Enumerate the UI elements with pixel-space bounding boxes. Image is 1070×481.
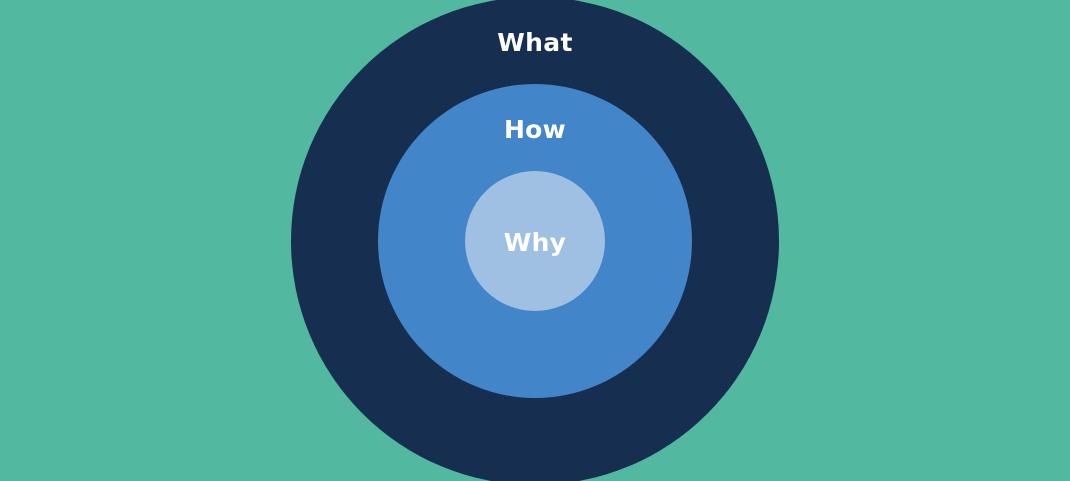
why-label: Why	[503, 228, 567, 257]
why-circle	[465, 171, 605, 311]
what-label: What	[497, 28, 573, 57]
how-label: How	[503, 115, 567, 144]
